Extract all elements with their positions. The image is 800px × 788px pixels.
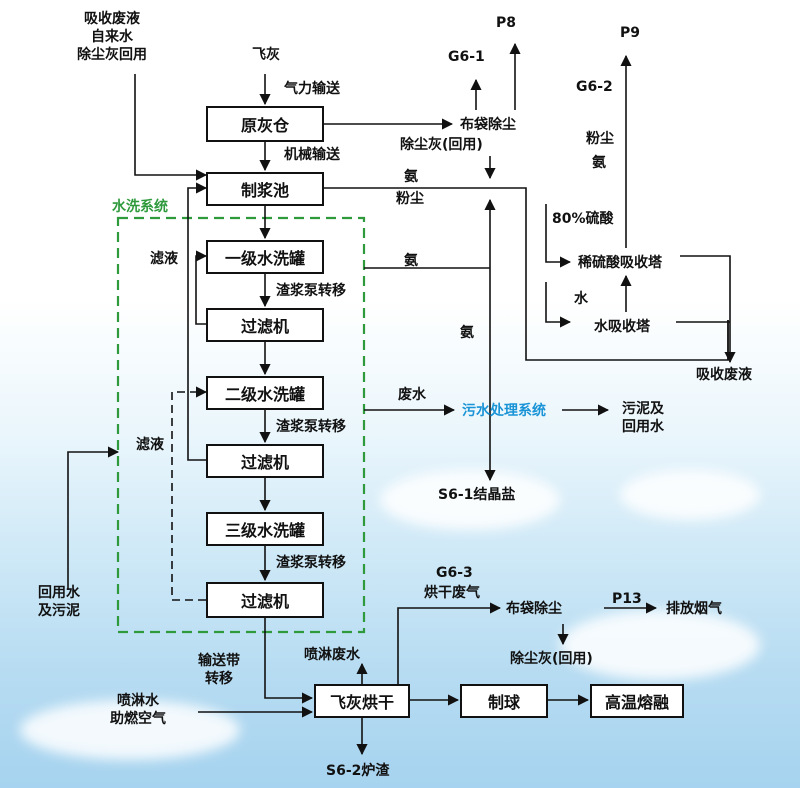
ammonia-label: 氨 — [592, 155, 606, 171]
ammonia-label: 氨 — [404, 253, 418, 269]
cloud-decoration — [380, 470, 560, 530]
sludge-return-label: 污泥及 回用水 — [622, 401, 664, 435]
wash-tank-3-box: 三级水洗罐 — [206, 512, 324, 546]
wash-tank-1-box: 一级水洗罐 — [206, 240, 324, 274]
slurry-pump-label: 渣浆泵转移 — [276, 283, 346, 299]
bag-filter-label: 布袋除尘 — [460, 117, 516, 133]
g6-1-label: G6-1 — [448, 49, 485, 65]
dry-exhaust-label: 烘干废气 — [424, 585, 480, 601]
g6-2-label: G6-2 — [576, 79, 613, 95]
dust-recycle-label: 除尘灰(回用) — [400, 137, 483, 153]
dust-label: 粉尘 — [396, 191, 424, 207]
g6-3-label: G6-3 — [436, 565, 473, 581]
ammonia-label: 氨 — [404, 169, 418, 185]
wastewater-label: 废水 — [398, 387, 426, 403]
inputs-label: 吸收废液 自来水 除尘灰回用 — [77, 11, 147, 63]
bag-filter-label: 布袋除尘 — [506, 601, 562, 617]
belt-transfer-label: 输送带 转移 — [198, 653, 240, 687]
spray-air-label: 喷淋水 助燃空气 — [110, 693, 166, 727]
fly-ash-dryer-box: 飞灰烘干 — [314, 684, 410, 718]
dust-label: 粉尘 — [586, 131, 614, 147]
absorption-waste-label: 吸收废液 — [696, 367, 752, 383]
mechanical-label: 机械输送 — [284, 147, 340, 163]
water-wash-system-label: 水洗系统 — [112, 199, 168, 215]
ammonia-label: 氨 — [460, 325, 474, 341]
fly-ash-label: 飞灰 — [252, 47, 280, 63]
filter-3-box: 过滤机 — [206, 582, 324, 618]
sewage-system-label: 污水处理系统 — [462, 403, 546, 419]
slurry-pump-label: 渣浆泵转移 — [276, 555, 346, 571]
crystal-salt-label: S6-1结晶盐 — [438, 487, 516, 503]
filtrate-label: 滤液 — [136, 437, 164, 453]
emission-label: 排放烟气 — [666, 601, 722, 617]
p9-label: P9 — [620, 25, 641, 41]
water-tower-label: 水吸收塔 — [594, 319, 650, 335]
p8-label: P8 — [496, 15, 517, 31]
water-wash-system-border — [116, 216, 366, 634]
water-label: 水 — [574, 291, 588, 307]
sulfuric-acid-label: 80%硫酸 — [552, 211, 614, 227]
cloud-decoration — [560, 610, 760, 680]
dilute-acid-tower-label: 稀硫酸吸收塔 — [578, 255, 662, 271]
high-temp-melting-box: 高温熔融 — [590, 684, 684, 718]
filtrate-label: 滤液 — [150, 251, 178, 267]
cloud-decoration — [620, 470, 760, 520]
pneumatic-label: 气力输送 — [284, 81, 340, 97]
raw-ash-silo-box: 原灰仓 — [206, 106, 324, 142]
pelletize-box: 制球 — [460, 684, 548, 718]
return-water-label: 回用水 及污泥 — [38, 585, 80, 619]
slurry-tank-box: 制浆池 — [206, 172, 324, 206]
dust-recycle-label: 除尘灰(回用) — [510, 651, 593, 667]
slag-label: S6-2炉渣 — [326, 763, 390, 779]
wash-tank-2-box: 二级水洗罐 — [206, 376, 324, 410]
p13-label: P13 — [612, 591, 642, 607]
slurry-pump-label: 渣浆泵转移 — [276, 419, 346, 435]
filter-2-box: 过滤机 — [206, 444, 324, 478]
filter-1-box: 过滤机 — [206, 308, 324, 342]
cloud-decoration — [20, 700, 240, 760]
spray-wastewater-label: 喷淋废水 — [304, 647, 360, 663]
